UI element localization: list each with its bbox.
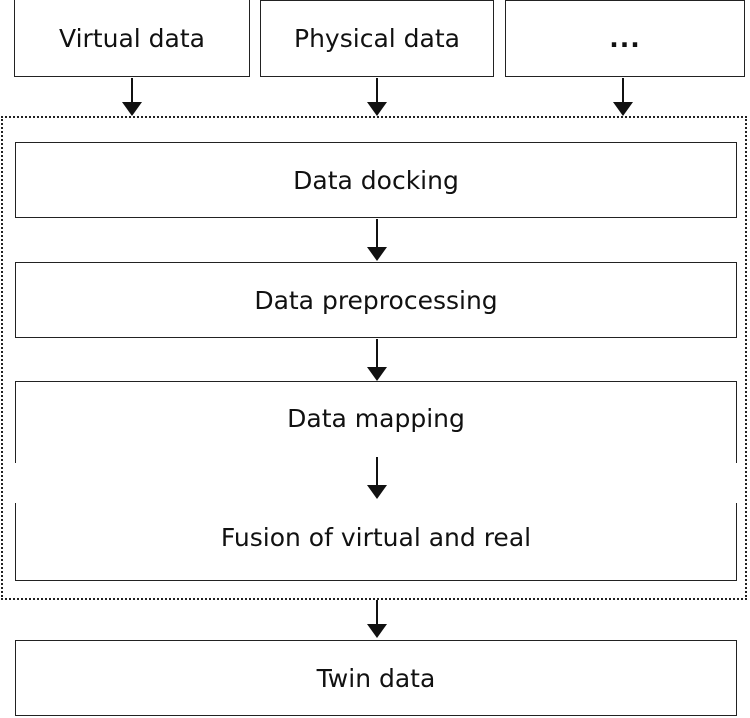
data-preprocessing-label: Data preprocessing	[254, 285, 498, 315]
fusion-label: Fusion of virtual and real	[220, 523, 532, 552]
virtual-data-label: Virtual data	[59, 23, 205, 53]
twin-data-box: Twin data	[15, 640, 737, 716]
data-docking-box: Data docking	[15, 142, 737, 218]
data-preprocessing-box: Data preprocessing	[15, 262, 737, 338]
other-data-label: ...	[609, 24, 641, 53]
twin-data-label: Twin data	[316, 663, 436, 693]
processing-group-boundary	[1, 116, 747, 600]
other-data-box: ...	[505, 0, 745, 77]
data-mapping-label: Data mapping	[287, 404, 465, 433]
arrow-other-icon	[613, 78, 633, 116]
fusion-box: Fusion of virtual and real	[15, 503, 737, 581]
data-docking-label: Data docking	[293, 165, 459, 195]
arrow-virtual-icon	[122, 78, 142, 116]
data-mapping-box: Data mapping	[15, 381, 737, 463]
physical-data-label: Physical data	[294, 24, 460, 53]
arrow-physical-icon	[367, 78, 387, 116]
arrow-docking-to-preprocessing-icon	[367, 219, 387, 261]
arrow-fusion-to-twin-icon	[367, 600, 387, 638]
arrow-mapping-to-fusion-icon	[367, 457, 387, 501]
arrow-preprocessing-to-mapping-icon	[367, 339, 387, 381]
physical-data-box: Physical data	[260, 0, 494, 77]
virtual-data-box: Virtual data	[14, 0, 250, 77]
